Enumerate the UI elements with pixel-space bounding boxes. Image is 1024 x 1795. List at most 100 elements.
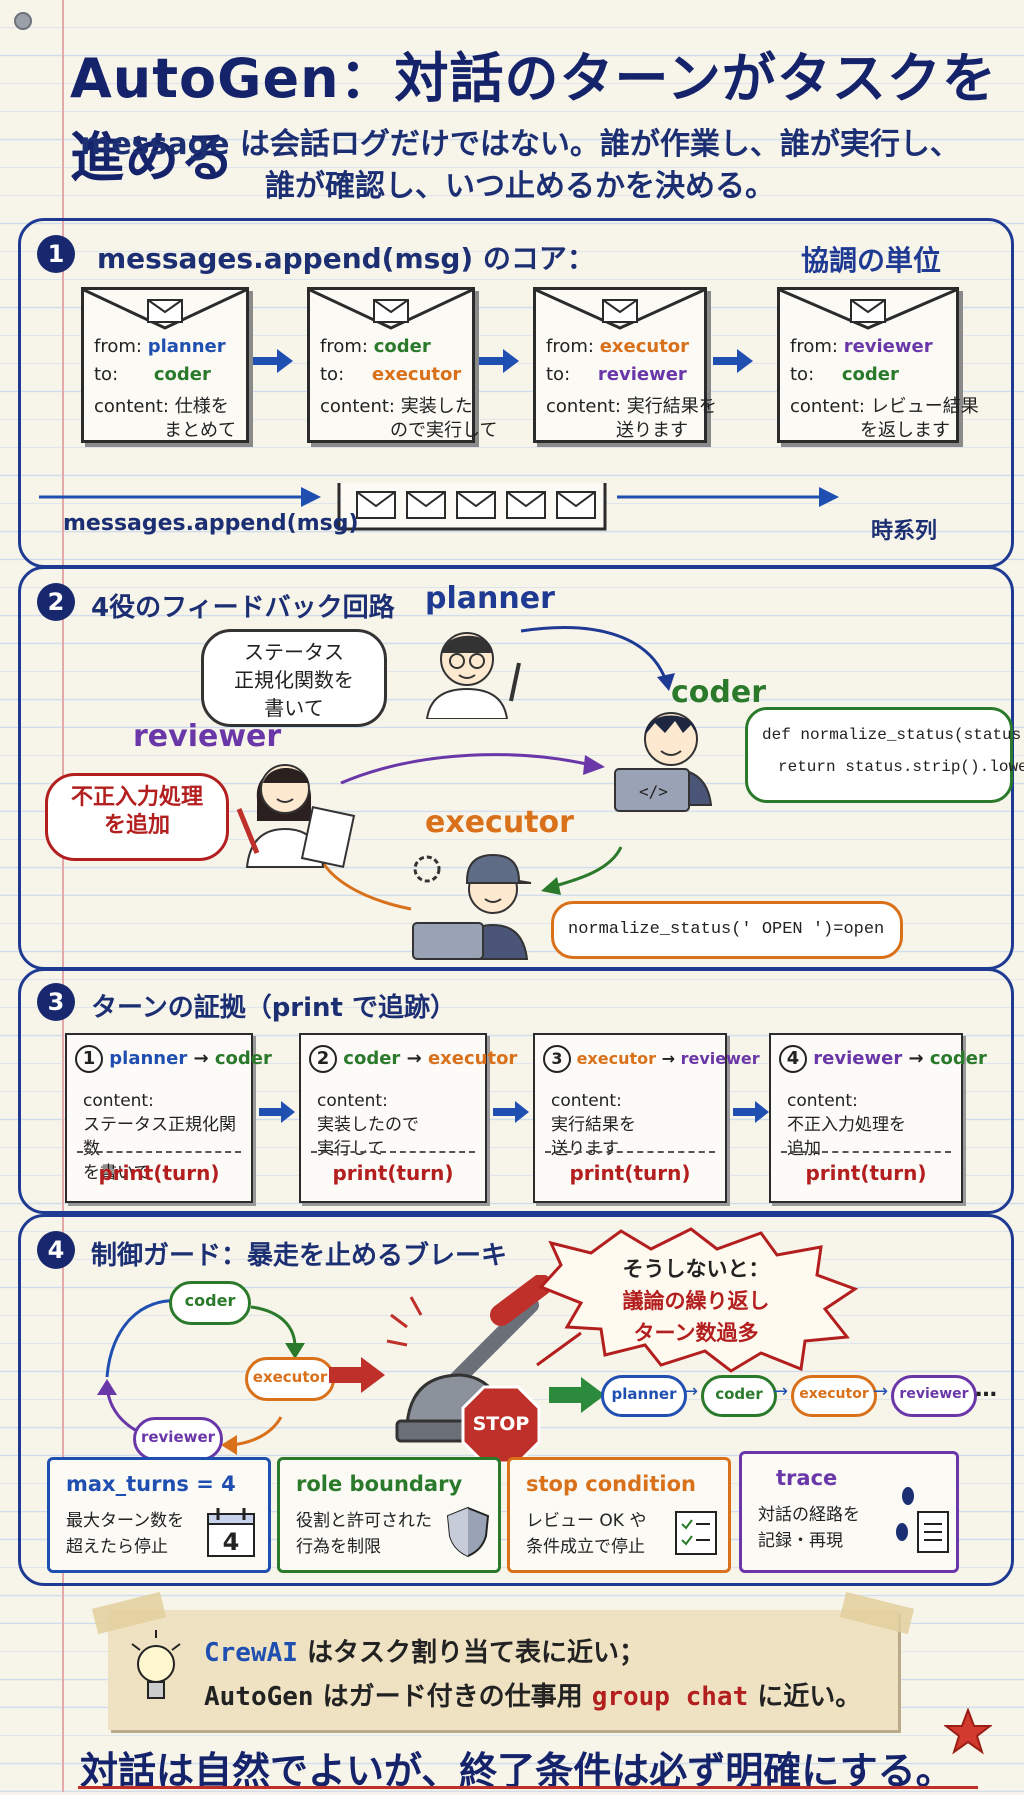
lightbulb-icon — [131, 1630, 181, 1699]
warning-text: そうしないと： 議論の繰り返し ターン数過多 — [581, 1253, 811, 1349]
note-text: はガード付きの仕事用 — [313, 1682, 592, 1712]
guard-trace: trace 対話の経路を記録・再現 — [739, 1451, 959, 1573]
content-value: レビュー結果 — [870, 396, 979, 417]
guard-desc: 超えたら停止 — [66, 1537, 168, 1557]
arrow-right-icon — [733, 1101, 769, 1123]
turn-card-2: 2 coder → executor content:実装したので実行して pr… — [299, 1033, 517, 1203]
turn-from: planner — [109, 1048, 188, 1069]
note-line-1: CrewAI はタスク割り当て表に近い； — [204, 1632, 645, 1669]
notebook-margin-line — [62, 0, 64, 1792]
closing-statement: 対話は自然でよいが、終了条件は必ず明確にする。 — [80, 1749, 954, 1793]
turn-number: 1 — [75, 1045, 103, 1073]
group-chat-label: group chat — [591, 1682, 749, 1712]
red-arrow-icon — [329, 1357, 385, 1393]
content-label: content: — [790, 396, 865, 417]
closing-underline — [78, 1786, 978, 1789]
bubble-line: を追加 — [103, 813, 170, 838]
arrow-right-icon — [479, 349, 519, 373]
subtitle-line-1: message は会話ログだけではない。誰が作業し、誰が実行し、 — [80, 127, 960, 162]
chain-executor: executor — [791, 1375, 877, 1417]
turn-content-line: ステータス正規化関数 — [83, 1115, 236, 1159]
loop-coder-node: coder — [169, 1281, 251, 1325]
envelope-flap-icon — [310, 290, 472, 330]
warning-line: 議論の繰り返し — [622, 1289, 770, 1313]
bubble-line: 書いて — [264, 696, 324, 720]
guard-desc: 条件成立で停止 — [526, 1537, 645, 1557]
turn-number: 2 — [309, 1045, 337, 1073]
guard-desc: レビュー OK や — [526, 1511, 647, 1531]
section-2-title: 4役のフィードバック回路 — [91, 593, 395, 623]
guard-desc: 最大ターン数を — [66, 1511, 185, 1531]
to-value: coder — [153, 364, 211, 385]
content-label: content: — [94, 396, 169, 417]
bubble-line: ステータス — [244, 640, 344, 664]
comparison-note: CrewAI はタスク割り当て表に近い； AutoGen はガード付きの仕事用 … — [91, 1591, 915, 1730]
turn-content-line: 実装したので — [317, 1115, 419, 1135]
print-turn-label: print(turn) — [569, 1161, 691, 1185]
turn-content-line: 実行結果を — [551, 1115, 636, 1135]
turn-content-line: を書いて — [83, 1163, 151, 1183]
section-3-number: 3 — [37, 983, 75, 1021]
content-value: 実装した — [400, 396, 473, 417]
turn-number: 4 — [779, 1045, 807, 1073]
from-value: coder — [373, 336, 431, 357]
chain-more: … — [975, 1377, 997, 1402]
section-3-panel: 3 ターンの証拠（print で追跡） 1 planner → coder co… — [18, 968, 1014, 1214]
star-icon — [944, 1708, 992, 1755]
from-value: planner — [147, 336, 226, 357]
note-text: に近い。 — [748, 1682, 862, 1712]
warning-burst-icon — [536, 1227, 859, 1373]
calendar-icon — [207, 1508, 255, 1557]
coder-name: coder — [671, 675, 767, 710]
card-divider — [77, 1151, 241, 1153]
coder-laptop-person-icon: </> — [614, 712, 713, 812]
to-label: to: — [94, 364, 119, 385]
turn-content-label: content: — [83, 1091, 154, 1111]
section-2-panel: 2 4役のフィードバック回路 planner ステータス 正規化関数を 書いて … — [18, 566, 1024, 970]
chain-arrow-icon: → — [683, 1381, 699, 1402]
executor-gear-person-icon — [412, 853, 532, 960]
to-label: to: — [320, 364, 345, 385]
message-envelope-2: from: coder to: executor content: 実装した の… — [307, 287, 497, 443]
chain-arrow-icon: → — [873, 1381, 889, 1402]
content-value-2: まとめて — [164, 420, 236, 441]
section-4-panel: 4 制御ガード：暴走を止めるブレーキ coder executor review… — [18, 1214, 1014, 1586]
guard-title: stop condition — [526, 1472, 696, 1496]
code-line-1: def normalize_status(status): — [762, 726, 1024, 744]
warning-line: ターン数過多 — [633, 1321, 759, 1345]
checklist-icon — [675, 1511, 717, 1555]
turn-card-4: 4 reviewer → coder content:不正入力処理を追加 pri… — [769, 1033, 987, 1203]
warning-line: そうしないと： — [622, 1257, 770, 1281]
turn-to: coder — [929, 1048, 987, 1069]
turn-from: coder — [343, 1048, 401, 1069]
turn-content-line: 追加 — [787, 1139, 821, 1159]
message-envelope-3: from: executor to: reviewer content: 実行結… — [533, 287, 717, 443]
page-subtitle: message は会話ログだけではない。誰が作業し、誰が実行し、 誰が確認し、い… — [80, 124, 960, 208]
from-label: from: — [790, 336, 838, 357]
bubble-line: 正規化関数を — [234, 668, 354, 692]
content-value-2: 送ります — [616, 420, 688, 441]
turn-card-3: 3 executor → reviewer content:実行結果を送ります … — [533, 1033, 760, 1203]
planner-person-icon — [425, 632, 521, 719]
section-3-title: ターンの証拠（print で追跡） — [91, 993, 457, 1023]
message-envelope-4: from: reviewer to: coder content: レビュー結果… — [777, 287, 979, 443]
planner-speech-bubble: ステータス 正規化関数を 書いて — [201, 629, 387, 727]
turn-content-label: content: — [317, 1091, 388, 1111]
guard-desc: 対話の経路を — [758, 1505, 860, 1525]
note-text: はタスク割り当て表に近い； — [297, 1638, 645, 1668]
to-value: reviewer — [597, 364, 687, 385]
guard-role-boundary: role boundary 役割と許可された行為を制限 — [277, 1457, 501, 1573]
chain-planner: planner — [601, 1375, 687, 1417]
turn-from: reviewer — [813, 1048, 903, 1069]
binder-hole — [14, 12, 32, 30]
reviewer-person-icon — [236, 764, 356, 868]
guard-max-turns: max_turns = 4 最大ターン数を超えたら停止 4 — [47, 1457, 271, 1573]
coder-code-block: def normalize_status(status): return sta… — [745, 707, 1024, 803]
section-1-title: messages.append(msg) のコア： — [97, 242, 595, 275]
from-label: from: — [94, 336, 142, 357]
from-label: from: — [546, 336, 594, 357]
timeline-arrow-icon — [39, 483, 839, 531]
from-value: executor — [599, 336, 690, 357]
print-turn-label: print(turn) — [98, 1161, 220, 1185]
from-value: reviewer — [843, 336, 933, 357]
